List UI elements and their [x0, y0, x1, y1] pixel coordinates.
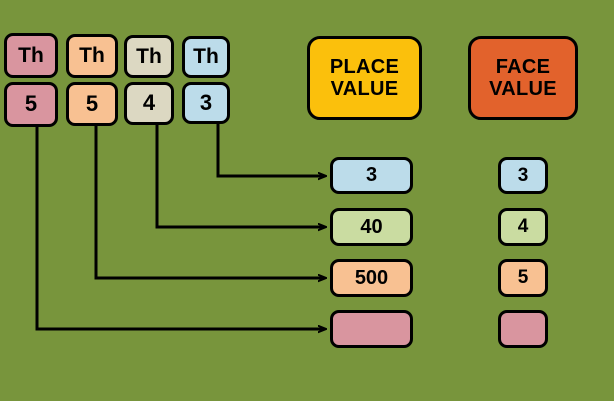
face-value-box-hundreds: 5	[498, 259, 548, 297]
digit-value: 4	[142, 90, 156, 116]
place-value-text: 500	[354, 266, 389, 289]
face-value-heading: FACE VALUE	[468, 36, 578, 120]
place-value-box-tens: 40	[330, 208, 413, 246]
digit-header-tens: Th	[124, 35, 174, 78]
digit-header-label: Th	[193, 45, 219, 69]
face-value-box-thousands	[498, 310, 548, 348]
hundreds-to-500	[94, 126, 325, 278]
place-value-box-thousands	[330, 310, 413, 348]
digit-header-hundreds: Th	[66, 34, 118, 78]
face-value-box-ones: 3	[498, 157, 548, 194]
place-value-heading: PLACE VALUE	[307, 36, 422, 120]
digit-value: 3	[199, 89, 213, 115]
digit-header-label: Th	[18, 43, 44, 67]
digit-box-hundreds: 5	[66, 82, 118, 126]
digit-header-label: Th	[79, 44, 105, 68]
face-value-heading-line1: FACE	[495, 55, 551, 78]
tens-to-40	[155, 125, 325, 227]
place-value-text: 40	[360, 215, 383, 238]
face-value-box-tens: 4	[498, 208, 548, 246]
digit-box-thousands: 5	[4, 82, 58, 127]
face-value-text: 3	[517, 164, 529, 186]
digit-box-tens: 4	[124, 82, 174, 125]
digit-header-ones: Th	[182, 36, 230, 78]
ones-to-3	[216, 124, 325, 176]
digit-header-thousands: Th	[4, 33, 58, 78]
place-value-heading-line1: PLACE	[329, 55, 400, 78]
face-value-text: 4	[517, 216, 529, 238]
place-value-text: 3	[365, 164, 378, 187]
digit-box-ones: 3	[182, 82, 230, 124]
place-value-box-ones: 3	[330, 157, 413, 194]
digit-value: 5	[24, 91, 38, 117]
place-value-heading-line2: VALUE	[330, 78, 399, 100]
digit-header-label: Th	[136, 44, 162, 68]
digit-value: 5	[85, 90, 99, 116]
face-value-heading-line2: VALUE	[489, 78, 557, 100]
thousands-to-none	[35, 127, 325, 329]
face-value-text: 5	[517, 267, 529, 289]
place-value-box-hundreds: 500	[330, 259, 413, 297]
